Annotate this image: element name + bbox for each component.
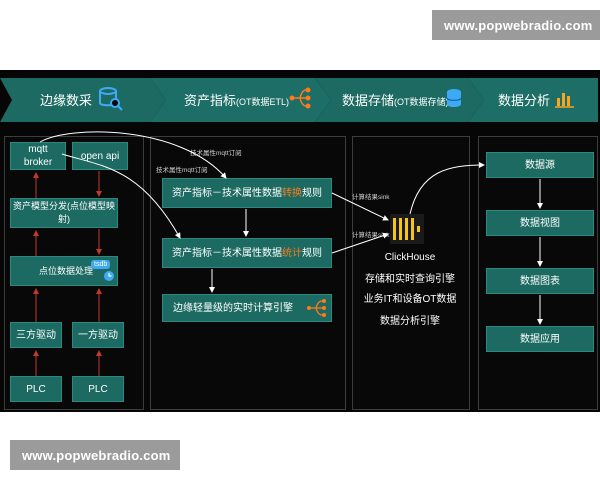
flow-nodes-icon-small xyxy=(307,299,326,317)
transform-rule-box: 资产指标－技术属性数据转换规则 xyxy=(162,178,332,208)
rule1-prefix: 资产指标－技术属性数据 xyxy=(172,187,282,199)
statistics-rule-box: 资产指标－技术属性数据统计规则 xyxy=(162,238,332,268)
chevron-stage-1 xyxy=(0,78,166,122)
arrow-transform-sink xyxy=(331,192,389,221)
first-party-driver-box: 一方驱动 xyxy=(72,322,124,348)
stage-1-label: 边缘数采 xyxy=(40,93,93,108)
clickhouse-name: ClickHouse xyxy=(384,252,436,263)
analysis-datasource-box: 数据源 xyxy=(486,152,594,178)
plc-box-1: PLC xyxy=(10,376,62,402)
architecture-diagram: 边缘数采 资产指标(OT数据ETL) 数据存储(OT数据存储) 数据分析 mqt… xyxy=(0,70,600,412)
clickhouse-line2: 业务IT和设备OT数据 xyxy=(363,294,457,305)
point-data-label: 点位数据处理 xyxy=(39,265,94,276)
arrow-stat-sink xyxy=(331,232,389,254)
arrow-mqtt-to-transform xyxy=(39,131,227,179)
mqtt-subscribe-label-1: 技术属性mqtt订阅 xyxy=(190,150,242,157)
stage-chevrons xyxy=(0,78,598,122)
stage-4-label: 数据分析 xyxy=(498,93,551,108)
flow-nodes-icon xyxy=(289,87,311,109)
asset-model-box: 资产模型分发(点位模型映射) xyxy=(10,198,118,228)
sink-label-1: 计算结果sink xyxy=(352,194,390,201)
third-party-driver-box: 三方驱动 xyxy=(10,322,62,348)
rule1-suffix: 规则 xyxy=(302,187,322,199)
analysis-dataapp-box: 数据应用 xyxy=(486,326,594,352)
clickhouse-line1: 存储和实时查询引擎 xyxy=(365,274,455,285)
watermark-bottom: www.popwebradio.com xyxy=(10,440,180,470)
tsdb-badge: tsdb xyxy=(91,260,111,269)
clickhouse-line3: 数据分析引擎 xyxy=(380,316,440,327)
engine-label: 边缘轻量级的实时计算引擎 xyxy=(173,302,293,314)
realtime-engine-box: 边缘轻量级的实时计算引擎 xyxy=(162,294,332,322)
rule2-prefix: 资产指标－技术属性数据 xyxy=(172,247,282,259)
watermark-top: www.popwebradio.com xyxy=(432,10,600,40)
plc-box-2: PLC xyxy=(72,376,124,402)
database-search-icon xyxy=(99,87,123,111)
stage-3-label: 数据存储(OT数据存储) xyxy=(342,93,449,108)
mqtt-broker-box: mqtt broker xyxy=(10,142,66,170)
arrow-mqtt-to-stat xyxy=(61,153,181,239)
bar-chart-icon xyxy=(555,93,574,108)
connector-arrows xyxy=(33,131,543,376)
rule1-highlight: 转换 xyxy=(282,187,302,199)
analysis-dataview-box: 数据视图 xyxy=(486,210,594,236)
sink-label-2: 计算结果sink xyxy=(352,232,390,239)
chevron-stage-4 xyxy=(468,78,598,122)
analysis-datachart-box: 数据图表 xyxy=(486,268,594,294)
storage-column xyxy=(352,136,470,410)
arrow-clickhouse-to-datasource xyxy=(409,162,485,215)
mqtt-subscribe-label-2: 技术属性mqtt订阅 xyxy=(156,167,208,174)
stage-2-label: 资产指标(OT数据ETL) xyxy=(184,93,290,108)
rule2-suffix: 规则 xyxy=(302,247,322,259)
clock-icon xyxy=(104,271,114,281)
chevron-stage-3 xyxy=(315,78,484,122)
rule2-highlight: 统计 xyxy=(282,247,302,259)
database-cylinder-icon xyxy=(446,89,462,107)
chevron-stage-2 xyxy=(150,78,331,122)
clickhouse-logo-icon xyxy=(390,214,424,244)
